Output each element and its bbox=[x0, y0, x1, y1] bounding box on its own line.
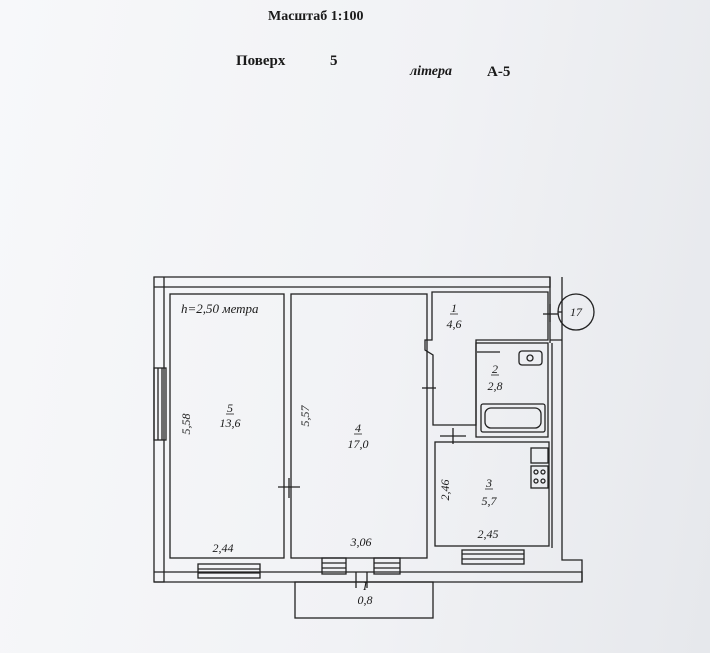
window-left bbox=[153, 367, 167, 441]
balcony-number: I bbox=[362, 579, 368, 593]
room-2-number: 2 bbox=[492, 362, 498, 376]
balcony-outline bbox=[294, 581, 434, 619]
window-room5 bbox=[197, 563, 261, 579]
room-5-area: 13,6 bbox=[220, 416, 241, 430]
dim-room5-height: 5,58 bbox=[179, 414, 193, 435]
room-5-number: 5 bbox=[227, 401, 233, 415]
apartment-number: 17 bbox=[570, 305, 583, 319]
balcony-door bbox=[321, 557, 401, 588]
room-3-area: 5,7 bbox=[482, 494, 498, 508]
room-2-area: 2,8 bbox=[488, 379, 503, 393]
litera-label: літера bbox=[410, 64, 452, 79]
room-1-area: 4,6 bbox=[447, 317, 462, 331]
room-4-area: 17,0 bbox=[348, 437, 369, 451]
balcony-area: 0,8 bbox=[358, 593, 373, 607]
room-1-number: 1 bbox=[451, 301, 457, 315]
dim-room3-width: 2,45 bbox=[478, 527, 499, 541]
outer-wall-right bbox=[549, 277, 583, 582]
dim-room4-height: 5,57 bbox=[298, 405, 312, 427]
room-4-outline bbox=[290, 293, 428, 559]
floor-value: 5 bbox=[330, 53, 338, 69]
room-5-outline bbox=[169, 293, 285, 559]
room-1-outline bbox=[424, 291, 549, 426]
bathtub bbox=[480, 403, 546, 433]
dim-room3-height: 2,46 bbox=[438, 480, 452, 501]
window-room3 bbox=[461, 549, 525, 565]
litera-value: А-5 bbox=[487, 64, 511, 80]
room-2-outline bbox=[475, 342, 549, 438]
floor-label: Поверх bbox=[236, 53, 286, 69]
sink bbox=[518, 350, 543, 366]
scale-text: Масштаб 1:100 bbox=[268, 9, 364, 24]
room-3-number: 3 bbox=[485, 476, 492, 490]
ceiling-height-label: h=2,50 метра bbox=[181, 301, 259, 316]
dim-room5-width: 2,44 bbox=[213, 541, 234, 555]
kitchen-sink bbox=[530, 447, 549, 464]
stove bbox=[530, 465, 549, 489]
room-4-number: 4 bbox=[355, 421, 361, 435]
dim-room4-width: 3,06 bbox=[350, 535, 372, 549]
room-3-outline bbox=[434, 441, 550, 547]
